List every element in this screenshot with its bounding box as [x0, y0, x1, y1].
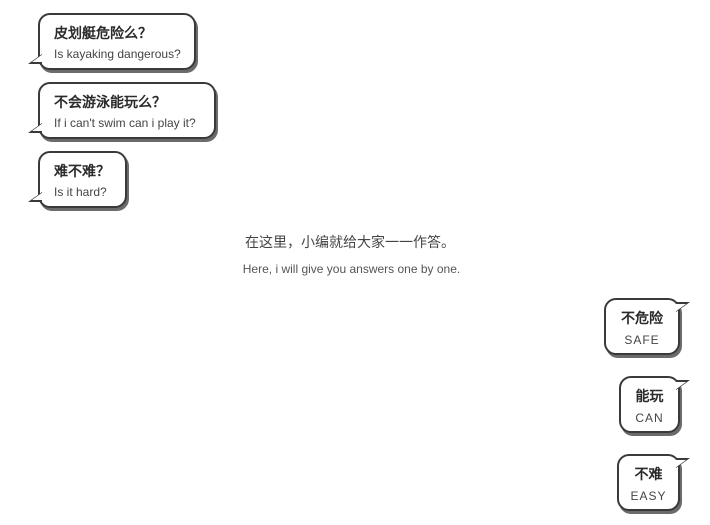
question-bubble-swim: 不会游泳能玩么？ If i can't swim can i play it? [28, 82, 216, 139]
question-zh: 不会游泳能玩么？ [54, 95, 166, 111]
question-bubble-danger: 皮划艇危险么？ Is kayaking dangerous? [28, 13, 196, 70]
answer-en: EASY [630, 489, 667, 503]
question-en: If i can't swim can i play it? [54, 116, 196, 130]
answer-bubble-can: 能玩 CAN [619, 376, 690, 433]
bubble-tail-fill [32, 192, 43, 200]
bubble-tail-fill [675, 382, 686, 390]
bubble-tail-fill [675, 460, 686, 468]
intro-text-en: Here, i will give you answers one by one… [242, 262, 461, 276]
question-en: Is kayaking dangerous? [54, 47, 181, 61]
answer-bubble-safe: 不危险 SAFE [604, 298, 690, 355]
bubble-tail-fill [32, 123, 43, 131]
answer-bubble-easy: 不难 EASY [617, 454, 690, 511]
answer-zh: 能玩 [635, 389, 664, 405]
question-bubble-hard: 难不难？ Is it hard? [28, 151, 127, 208]
answer-en: CAN [635, 411, 664, 425]
answer-zh: 不危险 [621, 311, 663, 327]
bubble-tail-fill [32, 54, 43, 62]
bubble-tail-fill [675, 304, 686, 312]
answer-zh: 不难 [634, 467, 663, 483]
question-en: Is it hard? [54, 185, 107, 199]
answer-en: SAFE [624, 333, 660, 347]
question-zh: 皮划艇危险么？ [54, 26, 152, 42]
question-zh: 难不难？ [54, 164, 110, 180]
intro-text-zh: 在这里，小编就给大家一一作答。 [245, 235, 455, 251]
